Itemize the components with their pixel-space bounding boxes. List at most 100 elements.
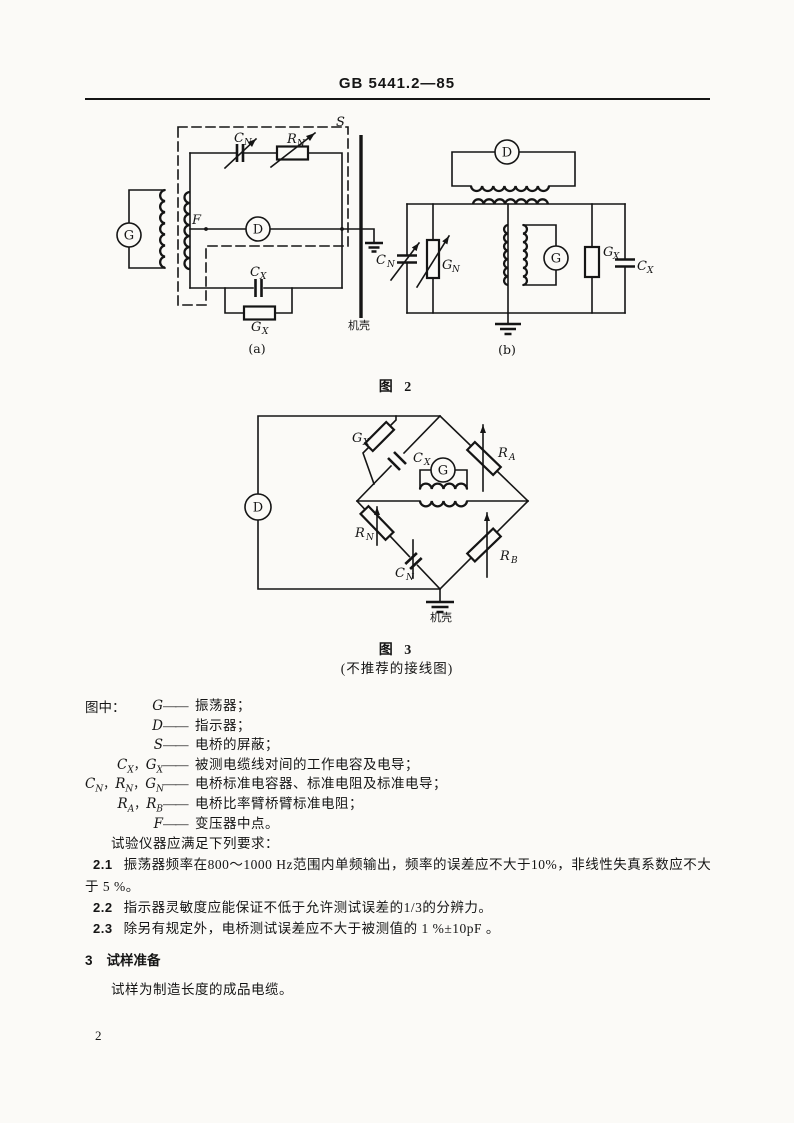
resistor-rn-arrow [269, 131, 317, 169]
rn-label: R [286, 132, 297, 147]
junction-dot [340, 227, 344, 231]
capacitor-cn-plates [404, 552, 423, 570]
section-title: 试样准备 [106, 952, 161, 968]
body-text-column: 图中： G —— 振荡器； D —— 指示器； S —— 电桥的屏蔽； CX，G… [85, 694, 714, 1000]
page-number: 2 [95, 1028, 102, 1043]
conductance-gx-box [583, 245, 601, 279]
legend-description: 指示器； [195, 717, 251, 733]
standard-number-header: GB 5441.2—85 [338, 75, 456, 92]
capacitor-cn-plates [235, 144, 245, 162]
legend-row: S —— 电桥的屏蔽； [85, 733, 714, 753]
bridge-winding [418, 500, 469, 508]
cx-subscript: X [646, 266, 654, 276]
capacitor-cx-plates [254, 279, 263, 297]
legend-row: CX，GX —— 被测电缆线对间的工作电容及电导； [85, 753, 714, 776]
ra-label: R [497, 446, 508, 461]
cx-label: C [250, 265, 260, 280]
gn-subscript: N [451, 265, 461, 275]
legend-row: D —— 指示器； [85, 714, 714, 734]
oscillator-coil [522, 223, 529, 287]
legend-dash: —— [163, 795, 189, 811]
center-tap-coil [502, 223, 509, 287]
resistor-ra-box [465, 440, 503, 477]
chassis-label: 机壳 [430, 610, 452, 624]
legend-symbol: D [152, 717, 163, 734]
detector-bottom-wire [257, 519, 441, 590]
conductance-gx-loop [224, 287, 293, 314]
figure2a-bridge-circuit: G D S F C N R N C X G X 机壳 (a) [116, 115, 383, 356]
legend-symbol: RA，RB [117, 795, 163, 815]
arrowhead [306, 133, 315, 141]
gx-subscript: X [362, 438, 370, 448]
legend-description: 振荡器； [195, 698, 251, 713]
figure3-subcaption: (不推荐的接线图) [340, 661, 454, 676]
cx-subscript: X [423, 458, 431, 468]
oscillator-label: G [124, 229, 134, 244]
subfigure-b-caption: (b) [498, 342, 516, 357]
oscillator-circle [116, 222, 142, 248]
ra-subscript: A [508, 453, 516, 463]
conductance-gn-box [425, 238, 441, 280]
conductance-gx-box [363, 420, 396, 453]
gx-label: G [352, 431, 362, 446]
bottom-bus-wire [406, 312, 626, 325]
section3-heading: 3 试样准备 [85, 951, 714, 971]
requirements-intro: 试验仪器应满足下列要求： [111, 836, 279, 852]
section-number: 3 [85, 952, 93, 968]
cn-subscript: N [405, 573, 415, 583]
gx-label: G [251, 320, 261, 335]
oscillator-circle [430, 457, 456, 483]
cx-subscript: X [259, 272, 267, 282]
legend-description: 变压器中点。 [195, 815, 279, 831]
legend-intro: 图中： [85, 700, 126, 715]
legend-dash: —— [163, 737, 189, 753]
legend-row: CN，RN，GN —— 电桥标准电容器、标准电阻及标准电导； [85, 772, 714, 795]
detector-loop-wire [451, 151, 576, 187]
figure2-caption: 图 2 [378, 380, 416, 395]
legend-description: 电桥标准电容器、标准电阻及标准电导； [195, 776, 447, 792]
oscillator-circle [543, 245, 569, 271]
clause-text: 指示器灵敏度应能保证不低于允许测试误差的1/3的分辨力。 [123, 899, 493, 915]
legend-row: F —— 变压器中点。 [85, 812, 714, 832]
legend-symbol: F [153, 815, 163, 832]
resistor-rb-box [465, 526, 503, 564]
capacitor-cx-plates [615, 258, 635, 268]
ground-symbol [495, 322, 521, 336]
detector-winding [469, 185, 551, 193]
shield-outline [177, 126, 349, 306]
junction-dot [204, 227, 208, 231]
legend-dash: —— [163, 756, 189, 772]
oscillator-winding [418, 482, 469, 490]
cx-label: C [637, 259, 647, 274]
conductance-gx-box [242, 305, 277, 321]
header-rule [85, 98, 710, 100]
capacitor-cx-plates [387, 451, 407, 471]
arrowhead [484, 513, 490, 521]
cx-label: C [413, 451, 423, 466]
oscillator-loop-wire [522, 224, 557, 286]
cn-subscript: N [386, 260, 396, 270]
gx-subscript: X [261, 327, 269, 337]
circuit-figures-canvas: G D S F C N R N C X G X 机壳 (a) [116, 115, 654, 624]
detector-label: D [253, 501, 263, 516]
rn-subscript: N [296, 139, 306, 149]
shield-label: S [336, 115, 345, 130]
section3-body: 试样为制造长度的成品电缆。 [111, 981, 293, 997]
ground-symbol [365, 241, 383, 253]
gx-label: G [603, 245, 613, 260]
top-branch-wire [189, 152, 343, 289]
cn-label: C [234, 131, 244, 146]
legend-dash: —— [163, 698, 189, 713]
detector-top-wire [257, 415, 441, 495]
figure2b-bridge-circuit: D G C N G N G X C X (b) [376, 139, 654, 357]
oscillator-loop-wire [128, 189, 166, 269]
legend-description: 电桥比率臂桥臂标准电阻； [195, 795, 363, 811]
cn-label: C [376, 253, 386, 268]
oscillator-label: G [438, 464, 448, 479]
arrowhead [480, 425, 486, 433]
rb-subscript: B [510, 556, 518, 566]
detector-label: D [253, 223, 263, 238]
clause-number: 2.3 [93, 921, 113, 937]
